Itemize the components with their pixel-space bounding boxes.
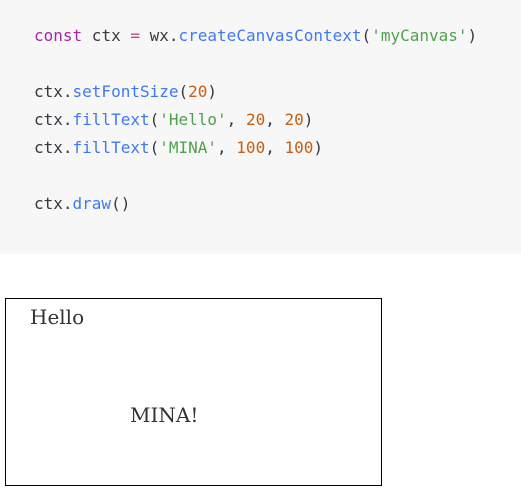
code-paren-open: ( (149, 110, 160, 129)
code-number: 20 (284, 110, 304, 129)
code-line-5: ctx.draw() (34, 190, 521, 218)
code-paren-open: ( (149, 138, 160, 157)
code-separator: , (226, 110, 246, 129)
code-blank-line (34, 162, 521, 190)
code-paren-close: ) (207, 82, 218, 101)
code-keyword: const (34, 26, 83, 45)
code-number: 100 (236, 138, 266, 157)
code-line-4: ctx.fillText('MINA', 100, 100) (34, 134, 521, 162)
code-line-1: const ctx = wx.createCanvasContext('myCa… (34, 22, 521, 50)
code-variable: ctx (82, 26, 131, 45)
canvas-text-hello: Hello (30, 305, 85, 329)
code-paren-open: ( (178, 82, 189, 101)
code-string: 'MINA' (159, 138, 218, 157)
code-function: fillText (72, 110, 150, 129)
code-line-2: ctx.setFontSize(20) (34, 78, 521, 106)
code-paren-close: ) (313, 138, 324, 157)
code-number: 20 (245, 110, 266, 129)
code-separator: , (265, 138, 285, 157)
code-string: 'Hello' (159, 110, 227, 129)
code-paren-open: ( (361, 26, 372, 45)
code-object: wx. (139, 26, 179, 45)
code-object: ctx. (34, 82, 73, 101)
code-line-3: ctx.fillText('Hello', 20, 20) (34, 106, 521, 134)
code-number: 20 (188, 82, 208, 101)
code-object: ctx. (34, 110, 73, 129)
code-paren-close: ) (467, 26, 478, 45)
code-function: createCanvasContext (178, 26, 362, 45)
code-number: 100 (284, 138, 314, 157)
code-separator: , (265, 110, 285, 129)
code-blank-line (34, 50, 521, 78)
canvas-text-mina: MINA! (130, 403, 199, 427)
code-function: draw (72, 194, 112, 213)
code-block: const ctx = wx.createCanvasContext('myCa… (34, 22, 521, 218)
code-function: fillText (72, 138, 150, 157)
code-object: ctx. (34, 138, 73, 157)
code-object: ctx. (34, 194, 73, 213)
code-paren-close: ) (303, 110, 314, 129)
code-operator: = (130, 26, 140, 45)
code-call-parens: () (111, 194, 131, 213)
code-function: setFontSize (72, 82, 179, 101)
canvas-preview: Hello MINA! (5, 298, 382, 486)
code-string: 'myCanvas' (371, 26, 468, 45)
code-separator: , (217, 138, 237, 157)
